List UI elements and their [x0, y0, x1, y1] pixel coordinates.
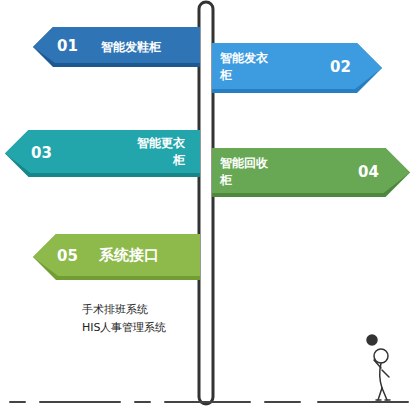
sign-arrow-shape [212, 43, 382, 93]
ground-line [10, 401, 408, 403]
sign-face [212, 43, 382, 89]
sign-number: 05 [57, 248, 87, 265]
sign-shadow [212, 43, 382, 93]
sign-face [5, 130, 200, 173]
sign-shadow [33, 27, 200, 67]
sign-shadow [212, 148, 410, 197]
thinking-figure [367, 335, 390, 400]
sign-number: 01 [57, 38, 87, 55]
sign-number: 04 [358, 164, 388, 181]
direction-sign: 智能发衣 柜 02 [212, 43, 382, 93]
sign-label: 智能更衣 柜 [123, 135, 185, 169]
direction-sign: 智能回收 柜 04 [212, 148, 410, 197]
signpost-pole [199, 2, 213, 404]
sign-label: 系统接口 [99, 247, 195, 264]
sign-arrow-shape [212, 148, 410, 197]
sign-face [33, 27, 200, 63]
direction-sign: 01 智能发鞋柜 [33, 27, 200, 67]
sign-number: 02 [330, 59, 360, 76]
sign-face [212, 148, 410, 193]
sign-face [33, 234, 200, 276]
direction-sign: 05 系统接口 [33, 234, 200, 280]
interface-note: HIS人事管理系统 [82, 320, 167, 335]
sign-label: 智能发衣 柜 [220, 50, 280, 84]
interface-note: 手术排班系统 [82, 302, 148, 317]
sign-number: 03 [31, 145, 61, 162]
direction-sign: 03 智能更衣 柜 [5, 130, 200, 177]
sign-label: 智能回收 柜 [220, 155, 280, 189]
sign-shadow [5, 130, 200, 177]
sign-label: 智能发鞋柜 [101, 39, 193, 56]
sign-shadow [33, 234, 200, 280]
